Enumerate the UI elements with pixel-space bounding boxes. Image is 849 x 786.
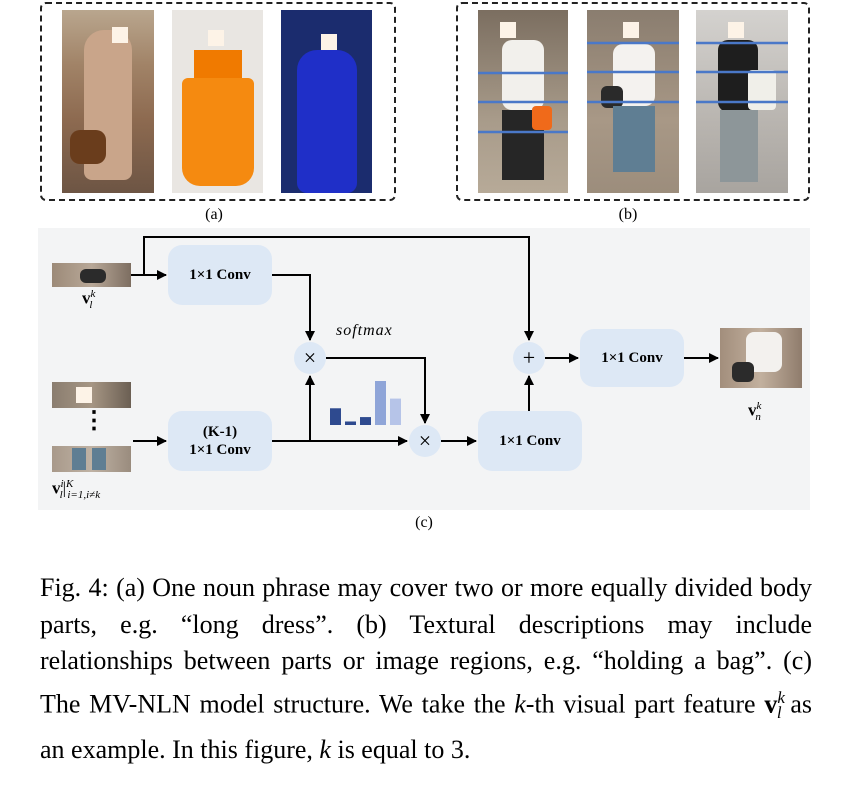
softmax-label: softmax <box>336 322 393 339</box>
photo-floral-dress <box>62 10 154 193</box>
panel-a <box>40 2 396 201</box>
attention-bar <box>390 398 401 425</box>
attention-bar <box>375 381 386 425</box>
panel-b <box>456 2 810 201</box>
attention-bar <box>360 417 371 425</box>
feature-crop-legs <box>52 446 131 472</box>
var-input-label: vkl <box>82 288 96 312</box>
var-others-label: vil|Ki=1,i≠k <box>52 478 101 502</box>
conv-box-query: 1×1 Conv <box>168 245 272 305</box>
panel-c-label: (c) <box>415 514 433 531</box>
figure-caption: Fig. 4: (a) One noun phrase may cover tw… <box>40 573 812 764</box>
feature-crop-output <box>720 328 802 388</box>
photo-orange-dress <box>172 10 263 193</box>
add-op-residual: + <box>513 342 545 374</box>
multiply-op-attention: × <box>294 342 326 374</box>
panel-a-label: (a) <box>205 206 223 223</box>
multiply-op-weighted: × <box>409 425 441 457</box>
var-output-label: vkn <box>748 400 762 424</box>
panel-b-label: (b) <box>618 206 638 223</box>
feature-crop-input <box>52 263 131 287</box>
photo-blue-dress <box>281 10 372 193</box>
attention-bar <box>330 408 341 425</box>
vertical-dots: ⋮ <box>82 408 106 434</box>
attention-bar <box>345 421 356 425</box>
conv-box-others: (K-1) 1×1 Conv <box>168 411 272 471</box>
conv-box-output: 1×1 Conv <box>580 329 684 387</box>
attention-bars <box>330 381 401 425</box>
conv-box-fusion: 1×1 Conv <box>478 411 582 471</box>
feature-crop-head <box>52 382 131 408</box>
